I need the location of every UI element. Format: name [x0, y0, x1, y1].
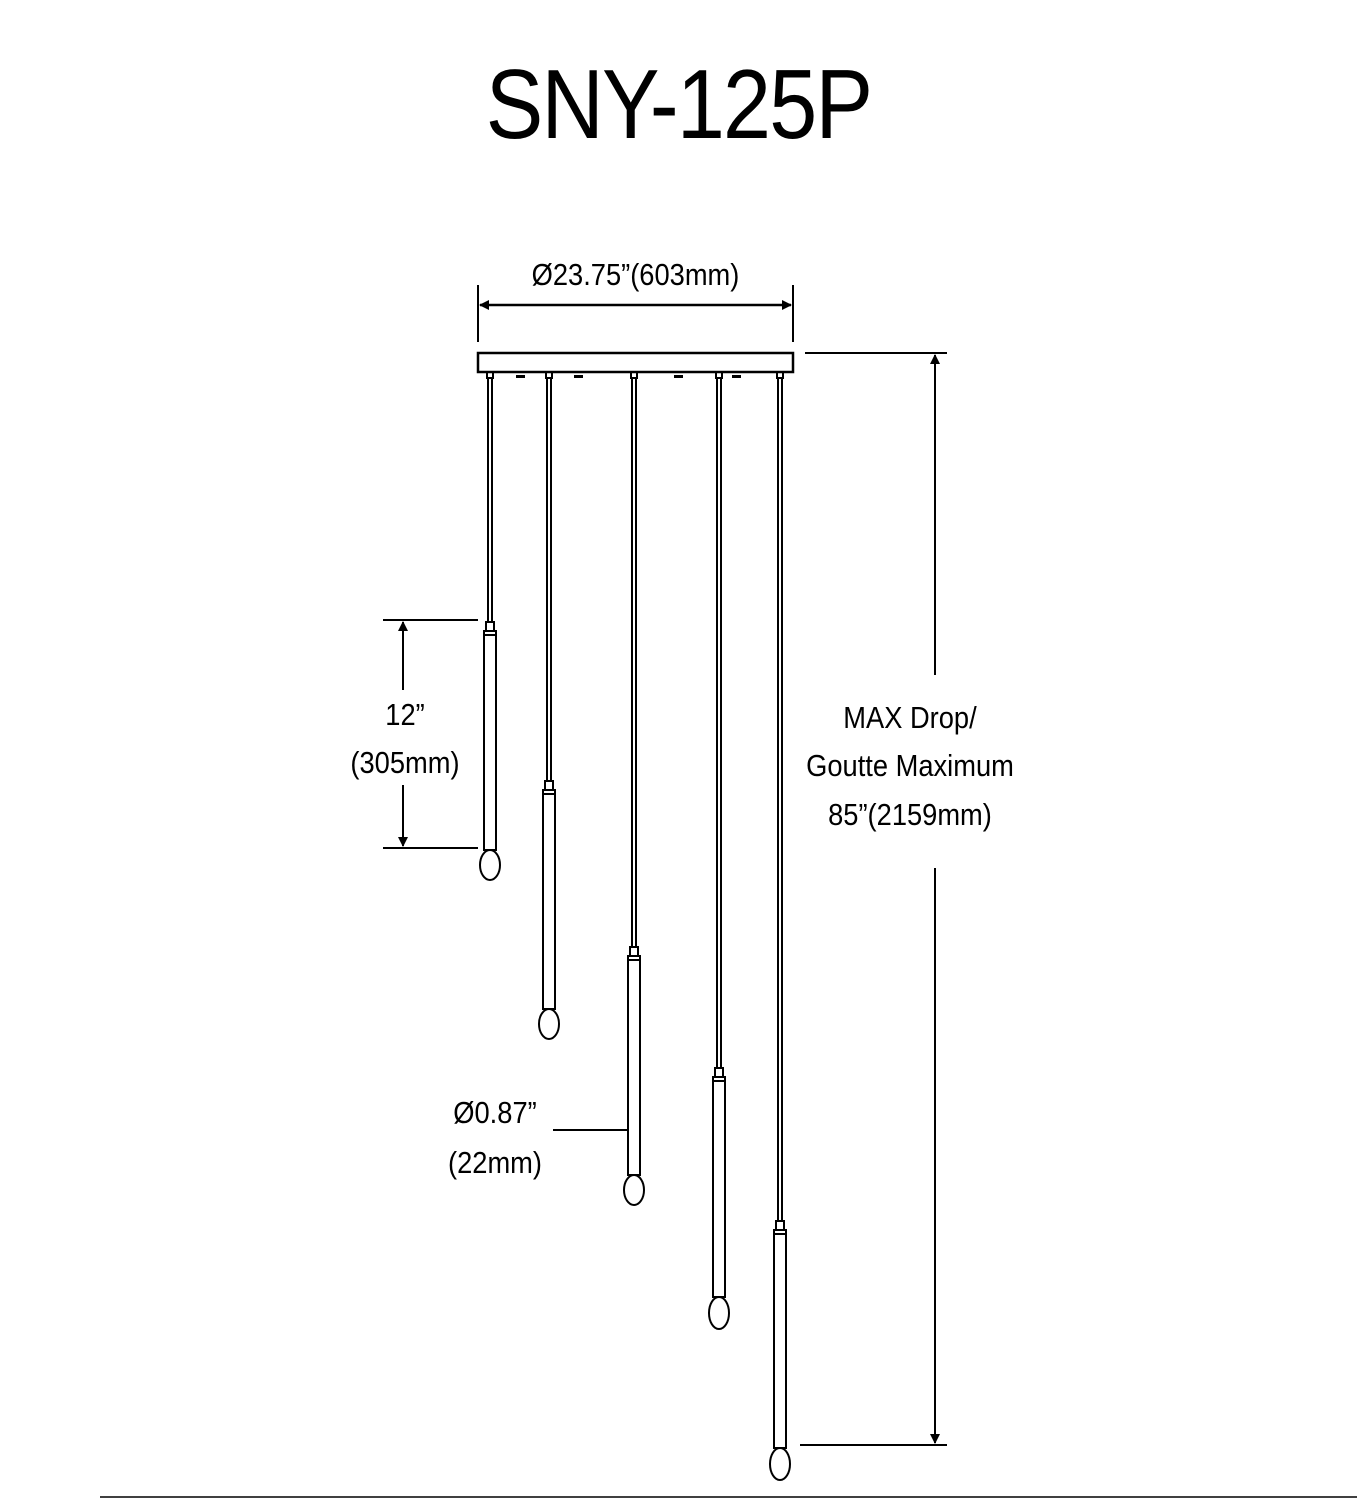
- canopy: [476, 351, 795, 374]
- canopy-width-label: Ø23.75”(603mm): [531, 257, 740, 292]
- max-drop-label-3: 85”(2159mm): [828, 797, 992, 832]
- pendant-3: [623, 371, 645, 1206]
- pendant-5: [769, 371, 791, 1481]
- max-drop-label-2: Goutte Maximum: [806, 748, 1014, 783]
- tube-diameter-mm-label: (22mm): [448, 1145, 542, 1180]
- tube-diameter-in-label: Ø0.87”: [453, 1095, 537, 1130]
- tube-length-in-label: 12”: [385, 697, 425, 732]
- tube-length-dimension: [383, 619, 478, 849]
- canopy-width-dimension: [477, 285, 794, 342]
- pendant-4: [708, 371, 730, 1330]
- max-drop-dimension: [800, 352, 947, 1446]
- pendant-2: [538, 371, 560, 1040]
- max-drop-label-1: MAX Drop/: [843, 700, 977, 735]
- pendant-1: [479, 371, 501, 881]
- tube-length-mm-label: (305mm): [350, 745, 460, 780]
- model-title: SNY-125P: [485, 49, 873, 159]
